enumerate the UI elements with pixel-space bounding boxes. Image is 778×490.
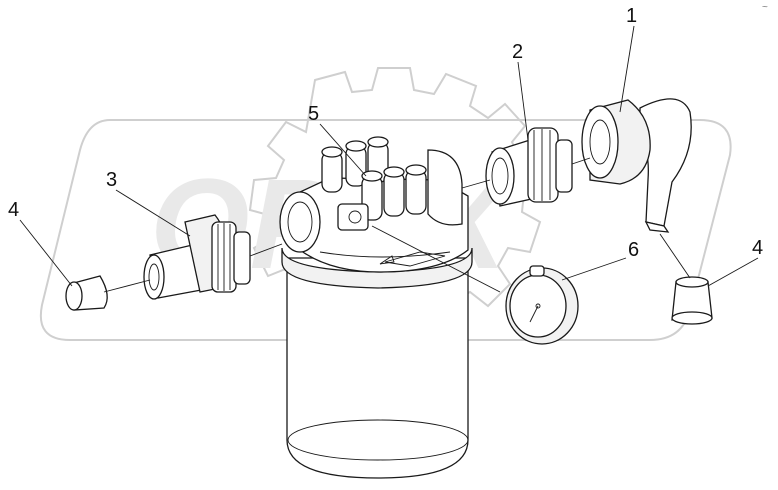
adapter-fitting-2 (485, 127, 573, 207)
callout-6: 6 (628, 239, 639, 261)
callout-1: 1 (626, 5, 637, 27)
watermark-card-outline (39, 119, 732, 341)
cap-4-right (671, 276, 713, 325)
callout-leaders (19, 25, 759, 287)
callout-4-left: 4 (8, 199, 19, 221)
callout-labels: 1 2 3 4 4 5 6 ~ (8, 2, 768, 261)
filter-head (279, 136, 469, 273)
filter-bowl (281, 247, 473, 479)
callout-3: 3 (106, 169, 117, 191)
corner-mark: ~ (762, 2, 768, 13)
watermark-gear-outline (248, 67, 548, 336)
cap-4-left (65, 275, 108, 311)
elbow-fitting-1 (581, 98, 692, 233)
callout-5: 5 (308, 103, 319, 125)
callout-2: 2 (512, 41, 523, 63)
assembly-lines (103, 157, 691, 293)
callout-4-right: 4 (752, 237, 763, 259)
hose-fitting-3 (143, 214, 251, 300)
pressure-gauge-6 (505, 265, 579, 345)
